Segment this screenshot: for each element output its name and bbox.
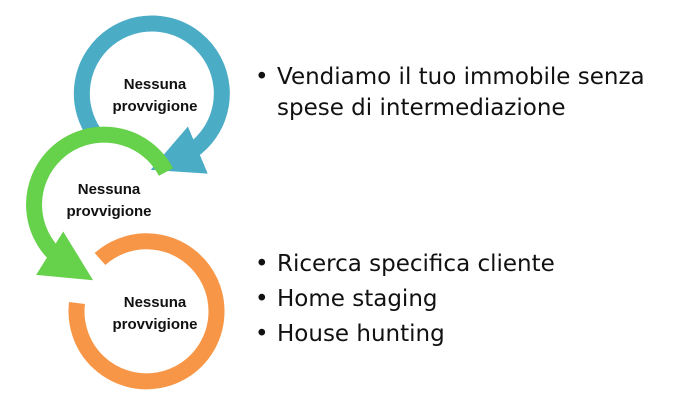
- circle-label-bottom-line1: Nessuna: [123, 294, 187, 311]
- bottom-bullet-list: Ricerca specifica cliente Home staging H…: [255, 249, 665, 354]
- green-arrow-arc: [26, 126, 174, 281]
- circle-label-top-line1: Nessuna: [123, 76, 187, 93]
- bullet-item: House hunting: [255, 319, 665, 349]
- bullet-item: Ricerca specifica cliente: [255, 249, 665, 279]
- circle-label-middle-line2: provvigione: [66, 203, 152, 220]
- circle-label-bottom-line2: provvigione: [112, 316, 198, 333]
- circle-label-bottom: Nessuna provvigione: [80, 292, 230, 336]
- bullet-item: Vendiamo il tuo immobile senza spese di …: [255, 62, 665, 124]
- circle-label-middle: Nessuna provvigione: [34, 179, 184, 223]
- circle-label-top-line2: provvigione: [112, 98, 198, 115]
- top-bullet-list: Vendiamo il tuo immobile senza spese di …: [255, 62, 665, 124]
- circle-label-top: Nessuna provvigione: [80, 74, 230, 118]
- circle-label-middle-line1: Nessuna: [77, 181, 141, 198]
- blue-arrow-arc: [73, 15, 230, 174]
- bullet-item: Home staging: [255, 284, 665, 314]
- orange-ring: [68, 233, 225, 390]
